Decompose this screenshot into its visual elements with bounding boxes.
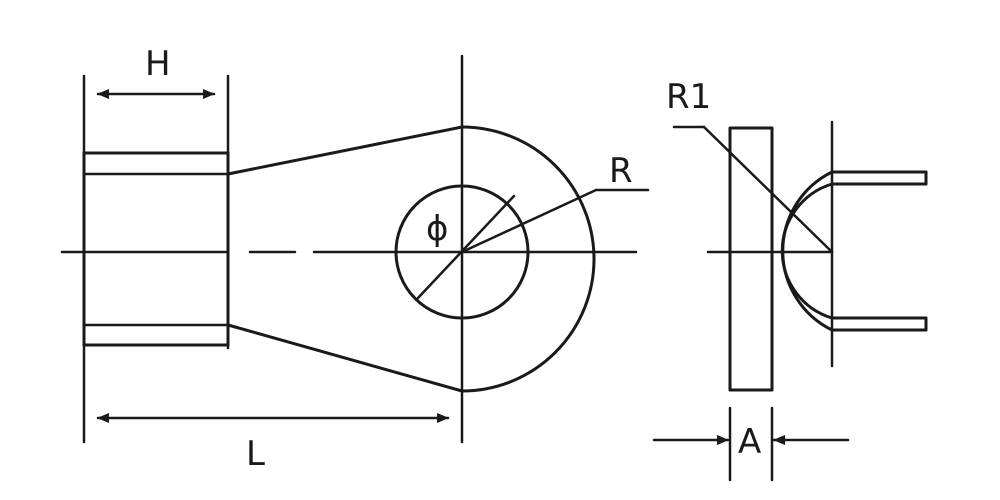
terminal-side-view: R1 A [652,77,928,482]
r-label: R [609,151,633,191]
diameter-line [416,194,516,300]
a-label: A [738,422,761,462]
r1-leader [702,125,834,254]
barrel-body [82,151,230,347]
radius-leader [460,188,598,254]
side-plate [728,126,774,392]
h-label: H [145,44,171,84]
tongue-upper-taper [226,125,464,176]
terminal-front-view: H L R ϕ [60,44,650,474]
diameter-label: ϕ [426,209,448,249]
r1-label: R1 [666,77,711,117]
sleeve-inner-curve [780,182,834,320]
l-label: L [246,434,265,474]
tongue-lower-taper [226,323,464,393]
ring-outer-outline [460,125,596,393]
